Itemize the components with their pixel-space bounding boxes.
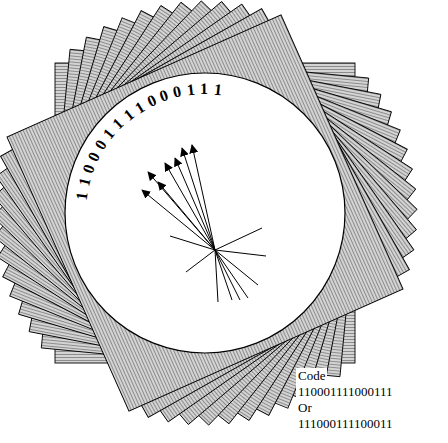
- plain-ray: [215, 250, 266, 256]
- arrow-ray: [182, 148, 215, 250]
- code-digit: 1: [74, 191, 91, 201]
- rotated-plate: [19, 27, 392, 400]
- plain-ray: [215, 228, 262, 250]
- rotated-plate: [3, 11, 408, 416]
- rotated-plate: [0, 6, 412, 421]
- rotated-plate: [7, 15, 403, 411]
- plain-ray: [186, 250, 215, 272]
- rotated-plate: [1, 9, 410, 418]
- code-digit: 1: [186, 81, 196, 98]
- arrow-ray: [192, 145, 215, 250]
- rotated-plate: [29, 37, 381, 389]
- plain-ray: [215, 250, 240, 300]
- code-note: Code: [296, 368, 327, 384]
- code-note: 111000111100011: [296, 416, 395, 432]
- arrow-ray: [175, 158, 215, 250]
- arrow-ray: [148, 172, 215, 250]
- rotated-plate: [0, 4, 414, 422]
- center-disc: [65, 73, 345, 353]
- plain-ray: [215, 250, 218, 302]
- plain-ray: [215, 250, 248, 298]
- arrow-ray: [158, 182, 215, 250]
- rotated-plate: [10, 18, 401, 409]
- arrow-ray: [165, 163, 215, 250]
- code-digit: 1: [213, 81, 223, 98]
- code-digit: 1: [200, 81, 208, 97]
- rotated-plate: [0, 2, 416, 424]
- rotated-plate: [0, 2, 416, 425]
- code-note: Or: [296, 400, 314, 416]
- plain-ray: [170, 236, 215, 250]
- code-note: 110001111000111: [296, 384, 395, 400]
- rotated-plate: [0, 1, 417, 425]
